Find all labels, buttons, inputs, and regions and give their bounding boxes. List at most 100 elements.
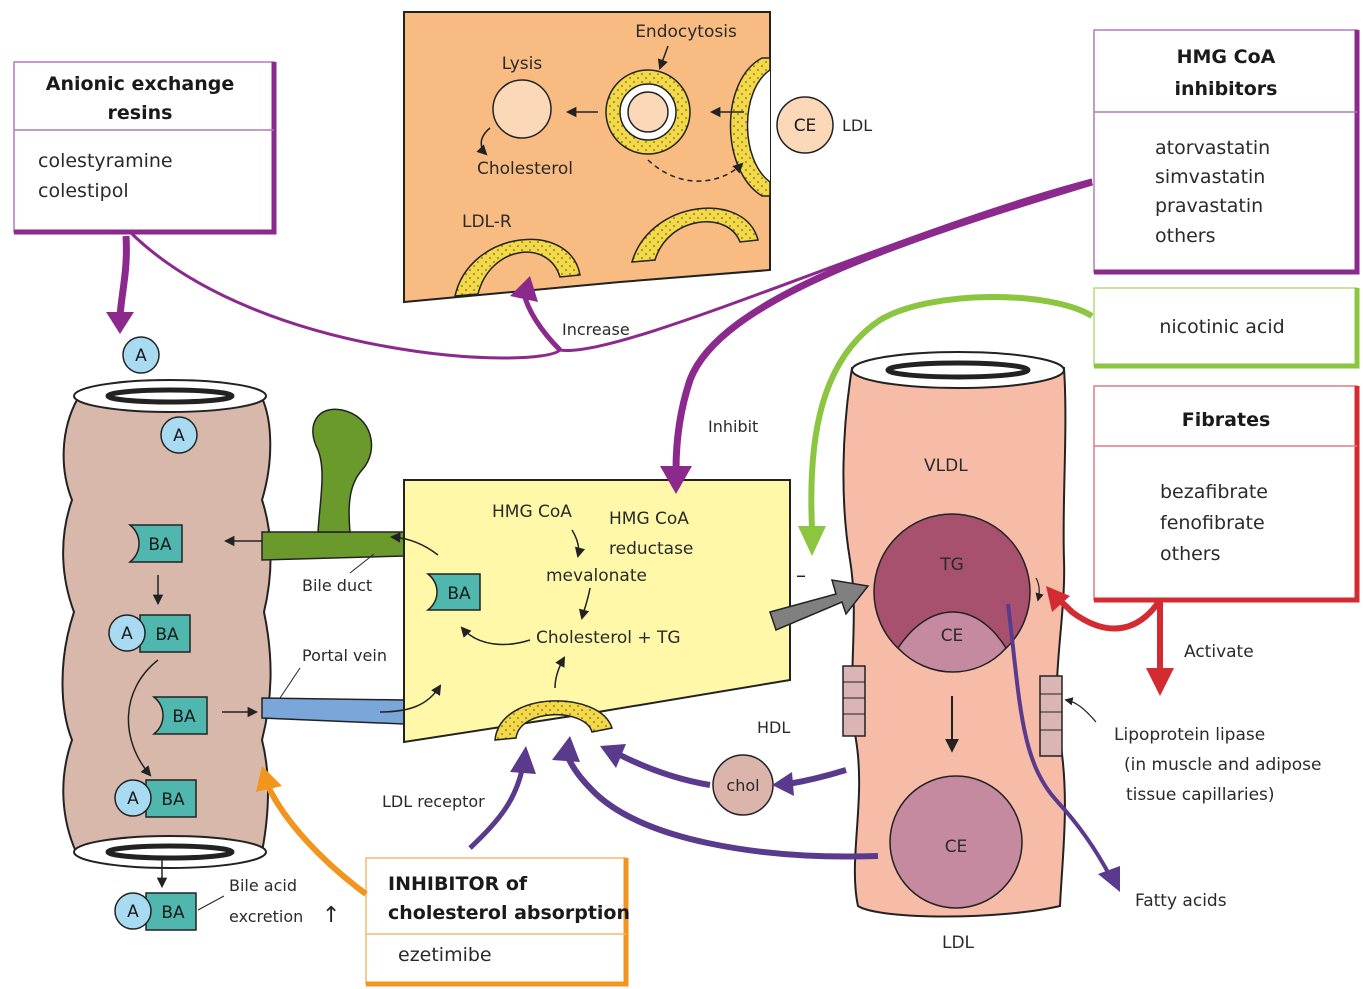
hdl-to-liver-arrow xyxy=(600,744,711,788)
fibrates-activate-arrow xyxy=(1146,600,1174,696)
bile-duct-label: Bile duct xyxy=(302,576,372,595)
ldl-r-pit-1 xyxy=(454,238,581,297)
fatty-acids-arrow xyxy=(1006,603,1120,892)
svg-text:A: A xyxy=(173,426,185,446)
a-ba-complex-excreted: A BA xyxy=(114,892,197,931)
inhibit-arrow xyxy=(660,178,1094,494)
hmg-title-2: inhibitors xyxy=(1174,78,1277,100)
ldl-r-pit-2 xyxy=(630,207,759,263)
anionic-to-intestine-arrow xyxy=(106,235,134,334)
drug-atorvastatin: atorvastatin xyxy=(1155,137,1270,159)
nicotinic-arrow xyxy=(798,294,1094,556)
drug-others-hmg: others xyxy=(1155,225,1216,247)
drug-colestipol: colestipol xyxy=(38,180,129,202)
portal-vein xyxy=(261,697,405,725)
drug-bezafibrate: bezafibrate xyxy=(1160,481,1268,503)
ldl-particle xyxy=(776,96,834,154)
hmg-coa-label: HMG CoA xyxy=(492,502,572,522)
drug-simvastatin: simvastatin xyxy=(1155,166,1265,188)
drug-fenofibrate: fenofibrate xyxy=(1160,512,1265,534)
svg-text:BA: BA xyxy=(148,535,172,555)
svg-text:CE: CE xyxy=(945,837,968,857)
ezetimibe-box: INHIBITOR of cholesterol absorption ezet… xyxy=(365,857,630,987)
lipase-label-2: (in muscle and adipose xyxy=(1124,755,1321,775)
drug-ezetimibe: ezetimibe xyxy=(398,944,492,966)
lysosome xyxy=(492,79,552,139)
hepatocyte-inset: CE LDL Lysis Endocytosis Cholesterol LDL… xyxy=(403,11,872,304)
hmg-title-1: HMG CoA xyxy=(1177,46,1276,68)
svg-text:A: A xyxy=(127,902,139,922)
svg-text:BA: BA xyxy=(155,625,179,645)
fibrates-lipase-arrow xyxy=(1046,586,1163,632)
svg-text:A: A xyxy=(121,624,133,644)
activate-label: Activate xyxy=(1184,642,1254,662)
ezetimibe-title-1: INHIBITOR of xyxy=(388,873,528,895)
svg-text:A: A xyxy=(135,346,147,366)
bile-acid-excretion-2: excretion xyxy=(229,907,303,926)
ba-unit-2: BA xyxy=(151,696,208,735)
hmg-inhibitors-box: HMG CoA inhibitors atorvastatin simvasta… xyxy=(1093,29,1360,275)
fatty-acids-label: Fatty acids xyxy=(1135,891,1227,911)
svg-text:BA: BA xyxy=(172,707,196,727)
lysis-label: Lysis xyxy=(502,54,543,74)
a-ba-complex-2: A BA xyxy=(114,779,197,818)
bile-acid-excretion-1: Bile acid xyxy=(229,876,297,895)
ba-unit-1: BA xyxy=(127,524,183,563)
drug-pravastatin: pravastatin xyxy=(1155,195,1263,217)
anionic-title-2: resins xyxy=(108,102,173,124)
bile-duct xyxy=(261,408,405,561)
dietary-uptake-arrow xyxy=(468,746,536,850)
vessel-to-hdl-arrow xyxy=(772,767,847,796)
resin-a-lumen: A xyxy=(160,416,198,454)
ce-label: CE xyxy=(794,116,817,136)
svg-text:TG: TG xyxy=(939,555,964,575)
ldl-receptor-label: LDL receptor xyxy=(382,792,485,811)
up-arrow-symbol: ↑ xyxy=(322,903,340,928)
vldl-label: VLDL xyxy=(924,456,968,476)
ldl-uptake-arrow xyxy=(552,736,879,860)
hdl-label: HDL xyxy=(757,718,790,737)
inhibit-label: Inhibit xyxy=(708,417,758,436)
svg-text:BA: BA xyxy=(447,584,471,604)
fibrates-box: Fibrates bezafibrate fenofibrate others xyxy=(1093,385,1360,603)
secretion-arrow xyxy=(769,579,870,632)
ezetimibe-title-2: cholesterol absorption xyxy=(388,902,630,924)
liver-ba-unit: BA xyxy=(425,573,481,611)
lipase-label-3: tissue capillaries) xyxy=(1126,785,1275,805)
anionic-increase-line xyxy=(128,230,562,360)
ezetimibe-arrow xyxy=(256,766,368,897)
drug-colestyramine: colestyramine xyxy=(38,150,173,172)
svg-text:BA: BA xyxy=(161,903,185,923)
nicotinic-acid-box: nicotinic acid xyxy=(1093,287,1360,369)
reductase-label-1: HMG CoA xyxy=(609,509,689,529)
ldl-vessel-label: LDL xyxy=(942,933,975,953)
minus-symbol: – xyxy=(796,563,806,587)
resin-a-top: A xyxy=(122,336,160,374)
reductase-label-2: reductase xyxy=(609,539,693,559)
ldl-r-label: LDL-R xyxy=(462,212,512,232)
cholesterol-label: Cholesterol xyxy=(477,159,573,179)
svg-text:chol: chol xyxy=(726,776,759,795)
svg-text:BA: BA xyxy=(161,790,185,810)
increase-label: Increase xyxy=(562,320,630,339)
hdl-chol-particle: chol xyxy=(712,754,774,816)
anionic-resins-box: Anionic exchange resins colestyramine co… xyxy=(13,61,277,235)
lipase-label-1: Lipoprotein lipase xyxy=(1114,725,1265,745)
mevalonate-label: mevalonate xyxy=(546,566,647,586)
increase-arrow xyxy=(510,276,562,352)
ldl-label: LDL xyxy=(842,116,872,135)
svg-text:CE: CE xyxy=(941,626,964,646)
drug-others-fibrates: others xyxy=(1160,543,1221,565)
fibrates-title: Fibrates xyxy=(1182,409,1271,431)
portal-vein-label: Portal vein xyxy=(302,646,387,665)
drug-nicotinic-acid: nicotinic acid xyxy=(1159,316,1284,338)
endocytosis-label: Endocytosis xyxy=(635,22,737,42)
anionic-title-1: Anionic exchange xyxy=(46,73,234,95)
a-ba-complex-1: A BA xyxy=(108,614,191,653)
vldl-particle: TG CE xyxy=(873,513,1031,673)
liver-cell xyxy=(403,479,791,744)
cholesterol-tg-label: Cholesterol + TG xyxy=(536,628,681,648)
svg-text:A: A xyxy=(127,789,139,809)
ldl-particle-vessel: CE xyxy=(889,775,1023,909)
